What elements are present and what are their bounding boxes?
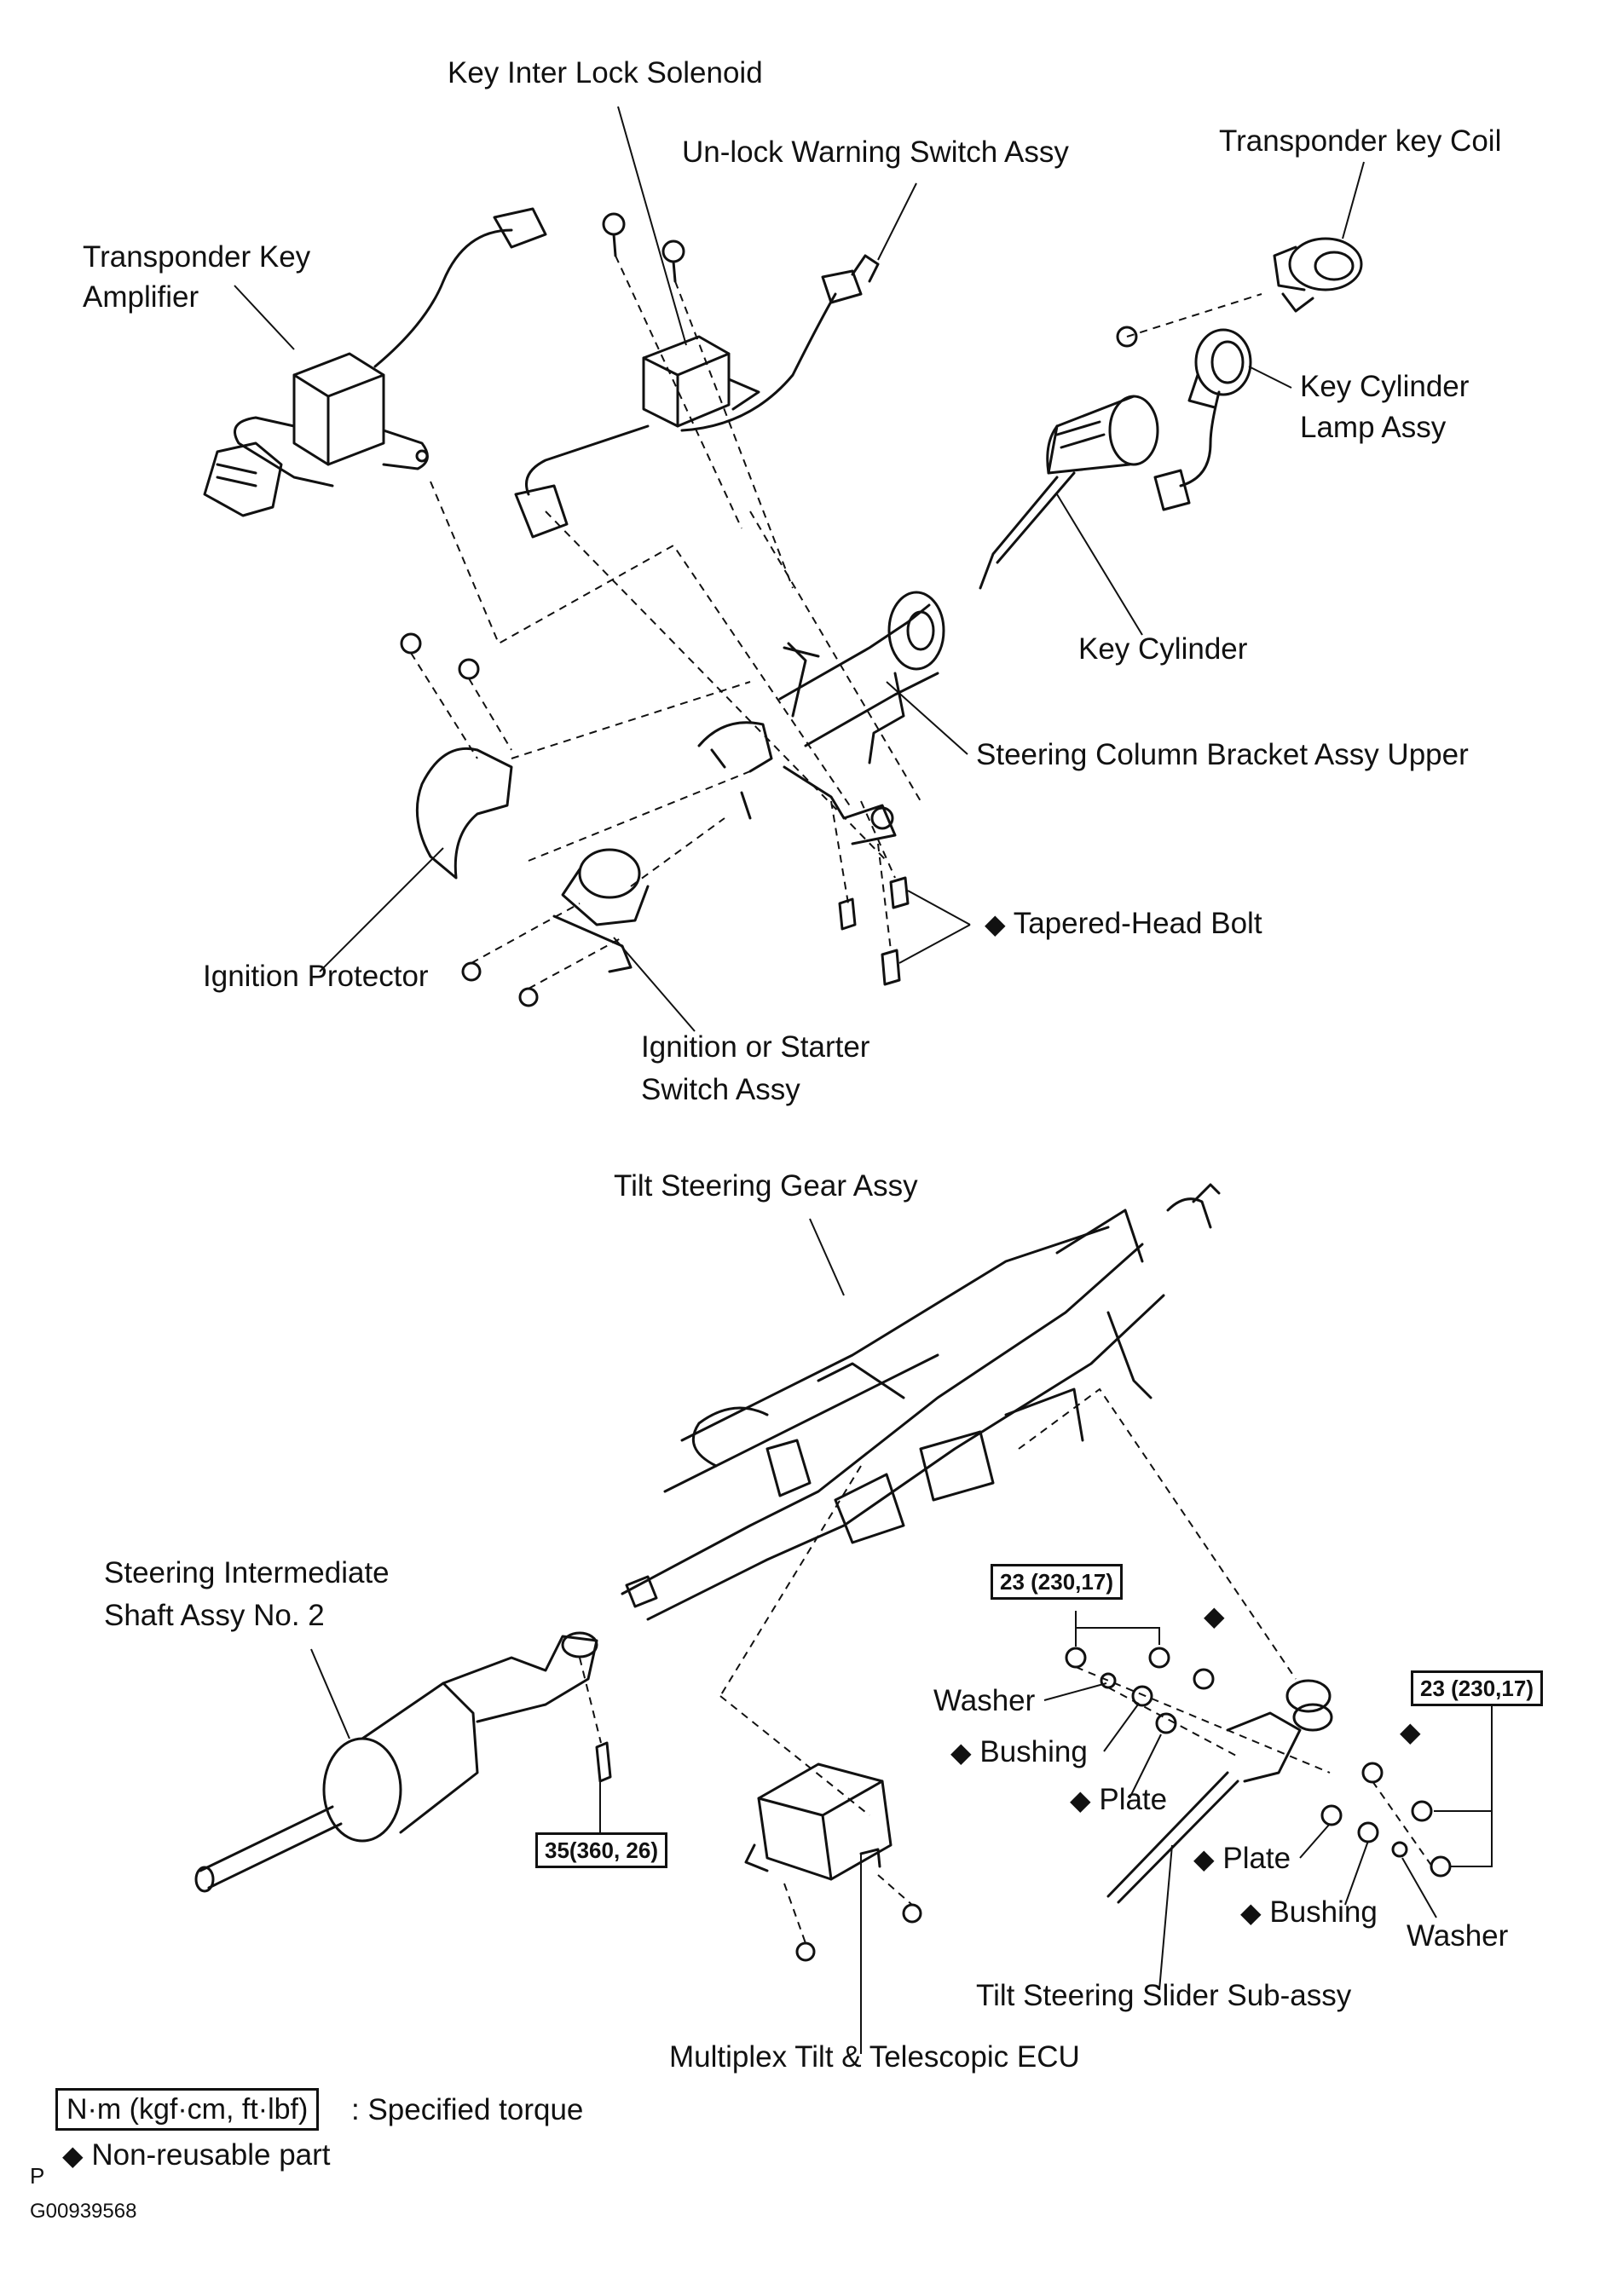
multiplex-ecu-part: [744, 1762, 922, 1962]
transponder-key-coil-part: [1116, 237, 1363, 348]
key-interlock-solenoid-part: [514, 212, 880, 539]
ignition-switch-part: [461, 848, 650, 1007]
key-cylinder-part: [979, 395, 1159, 590]
transponder-key-amplifier-part: [203, 207, 547, 517]
tapered-head-bolts-part: [838, 876, 910, 986]
tilt-steering-gear-part: [621, 1183, 1221, 1621]
steering-intermediate-shaft-part: [194, 1631, 612, 1893]
steering-column-bracket-upper-part: [697, 591, 945, 845]
ignition-protector-part: [400, 632, 513, 880]
key-cylinder-lamp-part: [1153, 328, 1252, 511]
tilt-slider-part: [1065, 1647, 1452, 1904]
